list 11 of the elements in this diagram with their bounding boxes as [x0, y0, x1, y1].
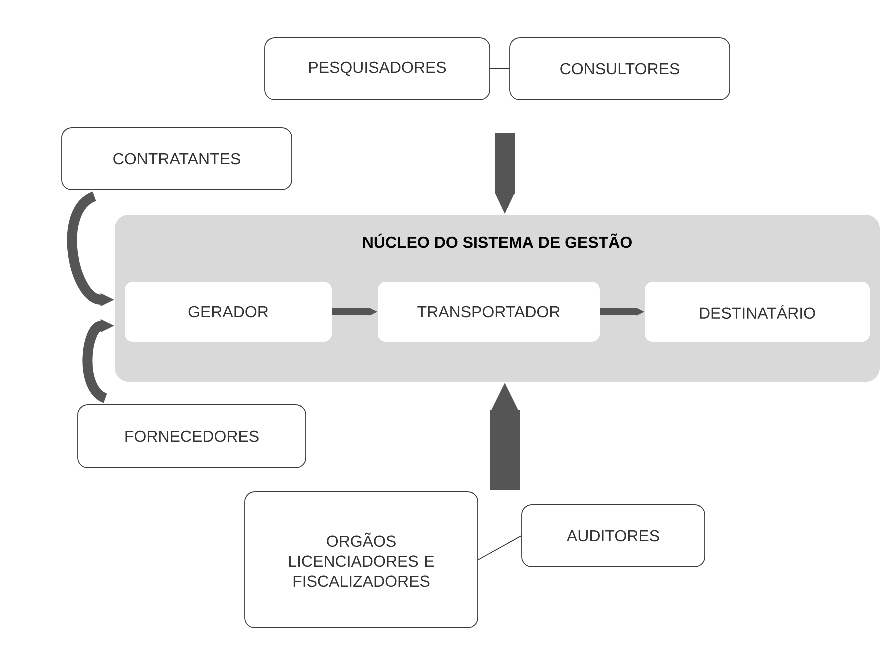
process-box: TRANSPORTADOR [378, 282, 600, 342]
person-box: ORGÃOS LICENCIADORES E FISCALIZADORES [244, 492, 478, 628]
person-box: AUDITORES [522, 504, 706, 568]
person-box: FORNECEDORES [78, 404, 306, 468]
connector-line [478, 536, 522, 560]
person-box: CONSULTORES [510, 38, 730, 100]
person-box: PESQUISADORES [264, 38, 490, 100]
connector-line [490, 68, 510, 70]
person-box: CONTRATANTES [62, 128, 292, 190]
process-box: GERADOR [125, 282, 332, 342]
process-box: DESTINATÁRIO [645, 282, 870, 342]
